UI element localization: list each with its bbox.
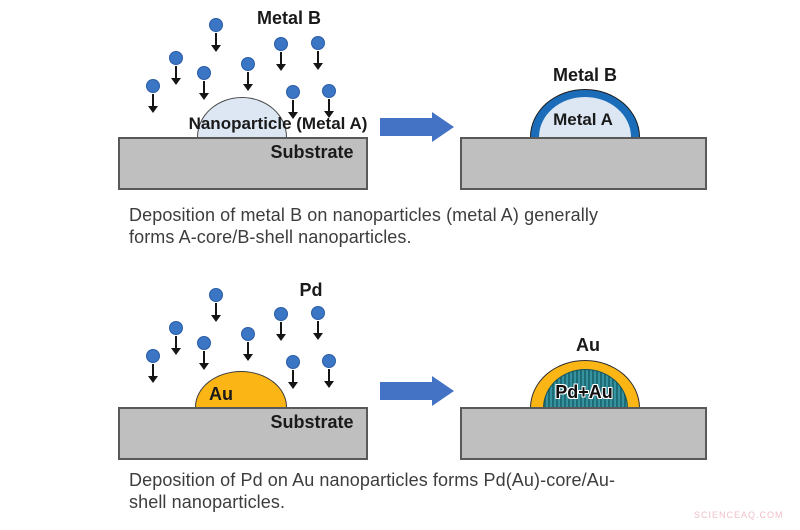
down-arrowhead-icon: [171, 78, 181, 85]
down-arrowhead-icon: [171, 348, 181, 355]
falling-atom: [274, 307, 288, 341]
atom-dot-icon: [146, 79, 160, 93]
atom-dot-icon: [209, 288, 223, 302]
down-arrow-icon: [280, 52, 282, 64]
right-arrow-icon: [380, 376, 454, 406]
top-after-shell-label: Metal B: [552, 65, 617, 85]
atom-dot-icon: [286, 355, 300, 369]
atom-dot-icon: [274, 37, 288, 51]
down-arrowhead-icon: [148, 106, 158, 113]
down-arrow-icon: [175, 66, 177, 78]
falling-atom: [311, 306, 325, 340]
atom-dot-icon: [311, 306, 325, 320]
falling-atom: [286, 355, 300, 389]
arrow-body: [380, 382, 432, 400]
down-arrowhead-icon: [199, 93, 209, 100]
arrow-body: [380, 118, 432, 136]
substrate-top-before: [118, 137, 368, 190]
falling-atom: [197, 66, 211, 100]
caption-top-line2: forms A-core/B-shell nanoparticles.: [129, 227, 412, 247]
down-arrow-icon: [292, 100, 294, 112]
down-arrow-icon: [292, 370, 294, 382]
bottom-after-core-label: Pd+Au: [555, 382, 613, 402]
down-arrowhead-icon: [288, 382, 298, 389]
substrate-top-after: [460, 137, 707, 190]
atom-dot-icon: [241, 327, 255, 341]
down-arrowhead-icon: [148, 376, 158, 383]
atom-dot-icon: [322, 84, 336, 98]
falling-atom: [169, 51, 183, 85]
caption-top-line1: Deposition of metal B on nanoparticles (…: [129, 205, 599, 225]
top-before-falling-metal-label: Metal B: [256, 8, 321, 28]
down-arrow-icon: [203, 81, 205, 93]
watermark: SCIENCEAQ.COM: [694, 510, 784, 520]
atom-dot-icon: [146, 349, 160, 363]
down-arrowhead-icon: [199, 363, 209, 370]
falling-atom: [322, 354, 336, 388]
atom-dot-icon: [209, 18, 223, 32]
down-arrowhead-icon: [276, 334, 286, 341]
down-arrow-icon: [328, 369, 330, 381]
falling-atom: [274, 37, 288, 71]
substrate-label-bottom: Substrate: [270, 412, 354, 432]
arrow-head: [432, 376, 454, 406]
down-arrowhead-icon: [324, 111, 334, 118]
atom-dot-icon: [169, 51, 183, 65]
down-arrowhead-icon: [288, 112, 298, 119]
down-arrow-icon: [317, 51, 319, 63]
bottom-after-shell-label: Au: [576, 335, 600, 355]
atom-dot-icon: [322, 354, 336, 368]
caption-bottom: Deposition of Pd on Au nanoparticles for…: [129, 469, 615, 513]
down-arrowhead-icon: [276, 64, 286, 71]
down-arrow-icon: [280, 322, 282, 334]
falling-atom: [311, 36, 325, 70]
falling-atom: [197, 336, 211, 370]
down-arrowhead-icon: [313, 333, 323, 340]
falling-atom: [209, 18, 223, 52]
down-arrow-icon: [247, 72, 249, 84]
atom-dot-icon: [169, 321, 183, 335]
top-before-particle-label: Nanoparticle (Metal A): [188, 114, 368, 133]
falling-atom: [241, 57, 255, 91]
falling-atom: [169, 321, 183, 355]
down-arrow-icon: [152, 364, 154, 376]
down-arrow-icon: [215, 303, 217, 315]
down-arrow-icon: [215, 33, 217, 45]
down-arrowhead-icon: [313, 63, 323, 70]
down-arrow-icon: [328, 99, 330, 111]
down-arrowhead-icon: [243, 84, 253, 91]
arrow-head: [432, 112, 454, 142]
substrate-label-top: Substrate: [270, 142, 354, 162]
down-arrowhead-icon: [324, 381, 334, 388]
down-arrow-icon: [175, 336, 177, 348]
caption-top: Deposition of metal B on nanoparticles (…: [129, 204, 598, 248]
atom-dot-icon: [241, 57, 255, 71]
atom-dot-icon: [311, 36, 325, 50]
caption-bottom-line2: shell nanoparticles.: [129, 492, 286, 512]
substrate-bottom-before: [118, 407, 368, 460]
down-arrowhead-icon: [211, 315, 221, 322]
falling-atom: [241, 327, 255, 361]
down-arrowhead-icon: [243, 354, 253, 361]
substrate-bottom-after: [460, 407, 707, 460]
falling-atom: [286, 85, 300, 119]
down-arrowhead-icon: [211, 45, 221, 52]
caption-bottom-line1: Deposition of Pd on Au nanoparticles for…: [129, 470, 616, 490]
down-arrow-icon: [317, 321, 319, 333]
top-after-core-label: Metal A: [553, 110, 613, 129]
atom-dot-icon: [274, 307, 288, 321]
falling-atom: [322, 84, 336, 118]
bottom-before-particle-label: Au: [209, 384, 233, 404]
falling-atom: [209, 288, 223, 322]
bottom-before-falling-metal-label: Pd: [299, 280, 323, 300]
atom-dot-icon: [286, 85, 300, 99]
atom-dot-icon: [197, 66, 211, 80]
atom-dot-icon: [197, 336, 211, 350]
down-arrow-icon: [247, 342, 249, 354]
right-arrow-icon: [380, 112, 454, 142]
falling-atom: [146, 349, 160, 383]
falling-atom: [146, 79, 160, 113]
down-arrow-icon: [152, 94, 154, 106]
down-arrow-icon: [203, 351, 205, 363]
